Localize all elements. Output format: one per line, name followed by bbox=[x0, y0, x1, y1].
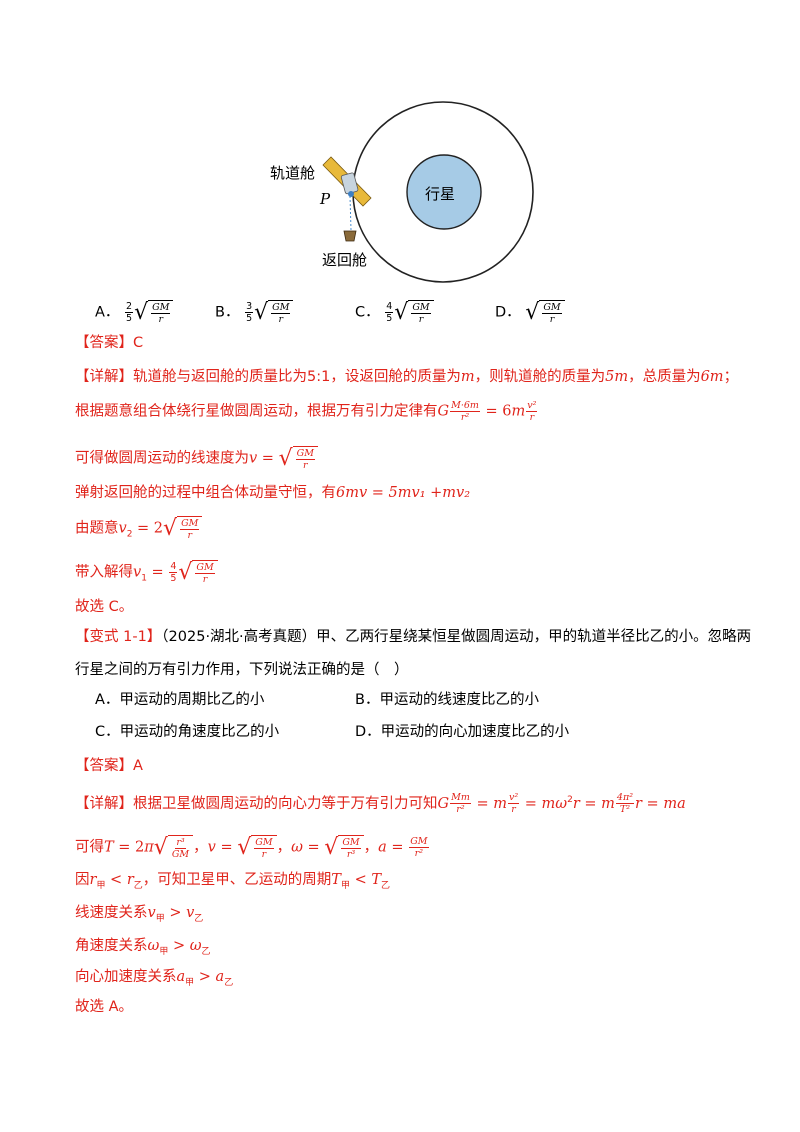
option-b-label: B． bbox=[215, 304, 240, 321]
orbit-capsule-label: 轨道舱 bbox=[270, 164, 316, 182]
return-capsule-label: 返回舱 bbox=[322, 251, 368, 269]
variant-option-c[interactable]: C．甲运动的角速度比乙的小 bbox=[95, 724, 280, 740]
answer-tag: 【答案】 bbox=[75, 335, 133, 351]
orbit-diagram bbox=[322, 101, 534, 283]
variant-stem-line1: 【变式 1-1】（2025·湖北·高考真题）甲、乙两行星绕某恒星做圆周运动，甲的… bbox=[75, 629, 752, 645]
answer-value: C bbox=[133, 335, 144, 351]
q1-answer: 【答案】C bbox=[75, 333, 143, 353]
variant-detail-line3: 因r甲 < r乙，可知卫星甲、乙运动的周期T甲 < T乙 bbox=[75, 872, 391, 891]
variant-detail-line4: 线速度关系v甲 > v乙 bbox=[75, 905, 204, 924]
variant-option-b[interactable]: B．甲运动的线速度比乙的小 bbox=[355, 692, 539, 708]
variant-detail-line7: 故选 A。 bbox=[75, 999, 134, 1015]
planet-circle bbox=[406, 154, 482, 230]
orbital-capsule-icon bbox=[340, 172, 359, 197]
variant-option-d[interactable]: D．甲运动的向心加速度比乙的小 bbox=[355, 724, 570, 740]
return-capsule-icon bbox=[343, 230, 357, 242]
variant-answer: 【答案】A bbox=[75, 758, 143, 774]
planet-label: 行星 bbox=[425, 185, 456, 203]
q1-detail-line4: 弹射返回舱的过程中组合体动量守恒，有6mv = 5mv₁ +mv₂ bbox=[75, 485, 471, 501]
q1-detail-line7: 故选 C。 bbox=[75, 599, 134, 615]
eject-path bbox=[349, 195, 352, 231]
option-c-label: C． bbox=[355, 304, 380, 321]
q1-detail-line1: 【详解】轨道舱与返回舱的质量比为5:1，设返回舱的质量为m，则轨道舱的质量为5m… bbox=[75, 369, 739, 385]
variant-stem-line2: 行星之间的万有引力作用，下列说法正确的是（ ） bbox=[75, 662, 409, 678]
option-d-label: D． bbox=[495, 304, 521, 321]
variant-tag: 【变式 1-1】 bbox=[75, 629, 162, 645]
point-p-label: P bbox=[320, 190, 331, 208]
variant-option-a[interactable]: A．甲运动的周期比乙的小 bbox=[95, 692, 265, 708]
option-a-label: A． bbox=[95, 304, 120, 321]
variant-detail-line5: 角速度关系ω甲 > ω乙 bbox=[75, 938, 211, 957]
variant-detail-line6: 向心加速度关系a甲 > a乙 bbox=[75, 969, 234, 988]
